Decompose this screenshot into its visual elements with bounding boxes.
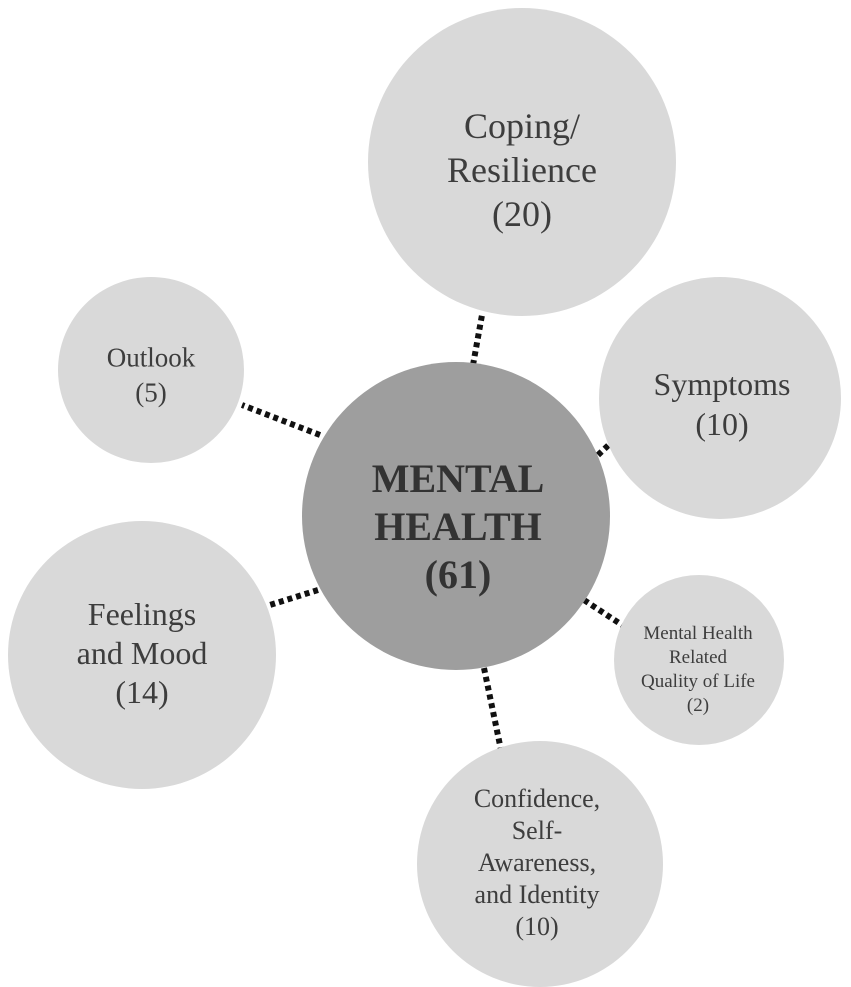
connector-quality-of-life (582, 597, 624, 628)
center-circle-mental-health (302, 362, 610, 670)
circle-outlook (58, 277, 244, 463)
label-line: (14) (115, 674, 168, 710)
label-line: and Mood (77, 635, 208, 671)
circle-quality-of-life (614, 575, 784, 745)
label-line: Resilience (447, 150, 597, 190)
label-line: (5) (135, 378, 166, 408)
circle-feelings-and-mood (8, 521, 276, 789)
label-line: Mental Health (643, 623, 753, 644)
label-outlook: Outlook (5) (107, 343, 196, 408)
label-coping-resilience: Coping/Resilience(20) (447, 106, 597, 234)
label-line: Quality of Life (641, 671, 755, 692)
circle-confidence (417, 741, 663, 987)
label-line: Feelings (88, 596, 196, 632)
label-line: Symptoms (654, 366, 791, 402)
connector-outlook (240, 402, 322, 438)
theme-labels: Coping/Resilience(20) Symptoms (10) Menta… (77, 106, 791, 941)
connector-coping-resilience (470, 314, 485, 366)
label-confidence: Confidence, Self- Awareness, and Identity (1… (474, 784, 600, 941)
label-line: and Identity (475, 880, 600, 909)
circle-symptoms (599, 277, 841, 519)
connector-confidence (481, 667, 504, 751)
label-line: Outlook (107, 343, 196, 373)
label-line: Awareness, (478, 848, 596, 877)
label-line: Self- (512, 816, 563, 845)
label-line: Related (669, 647, 728, 668)
label-line: Confidence, (474, 784, 600, 813)
label-line: (10) (695, 406, 748, 442)
label-line: (20) (492, 194, 552, 234)
theme-circles (8, 8, 841, 987)
label-symptoms: Symptoms (10) (654, 366, 791, 442)
label-line: HEALTH (374, 504, 541, 549)
label-line: (10) (515, 912, 558, 941)
label-line: MENTAL (372, 456, 545, 501)
label-line: (2) (687, 695, 709, 716)
label-line: (61) (425, 552, 492, 597)
circle-coping-resilience (368, 8, 676, 316)
connector-feelings-and-mood (269, 587, 319, 608)
label-line: Coping/ (464, 106, 580, 146)
